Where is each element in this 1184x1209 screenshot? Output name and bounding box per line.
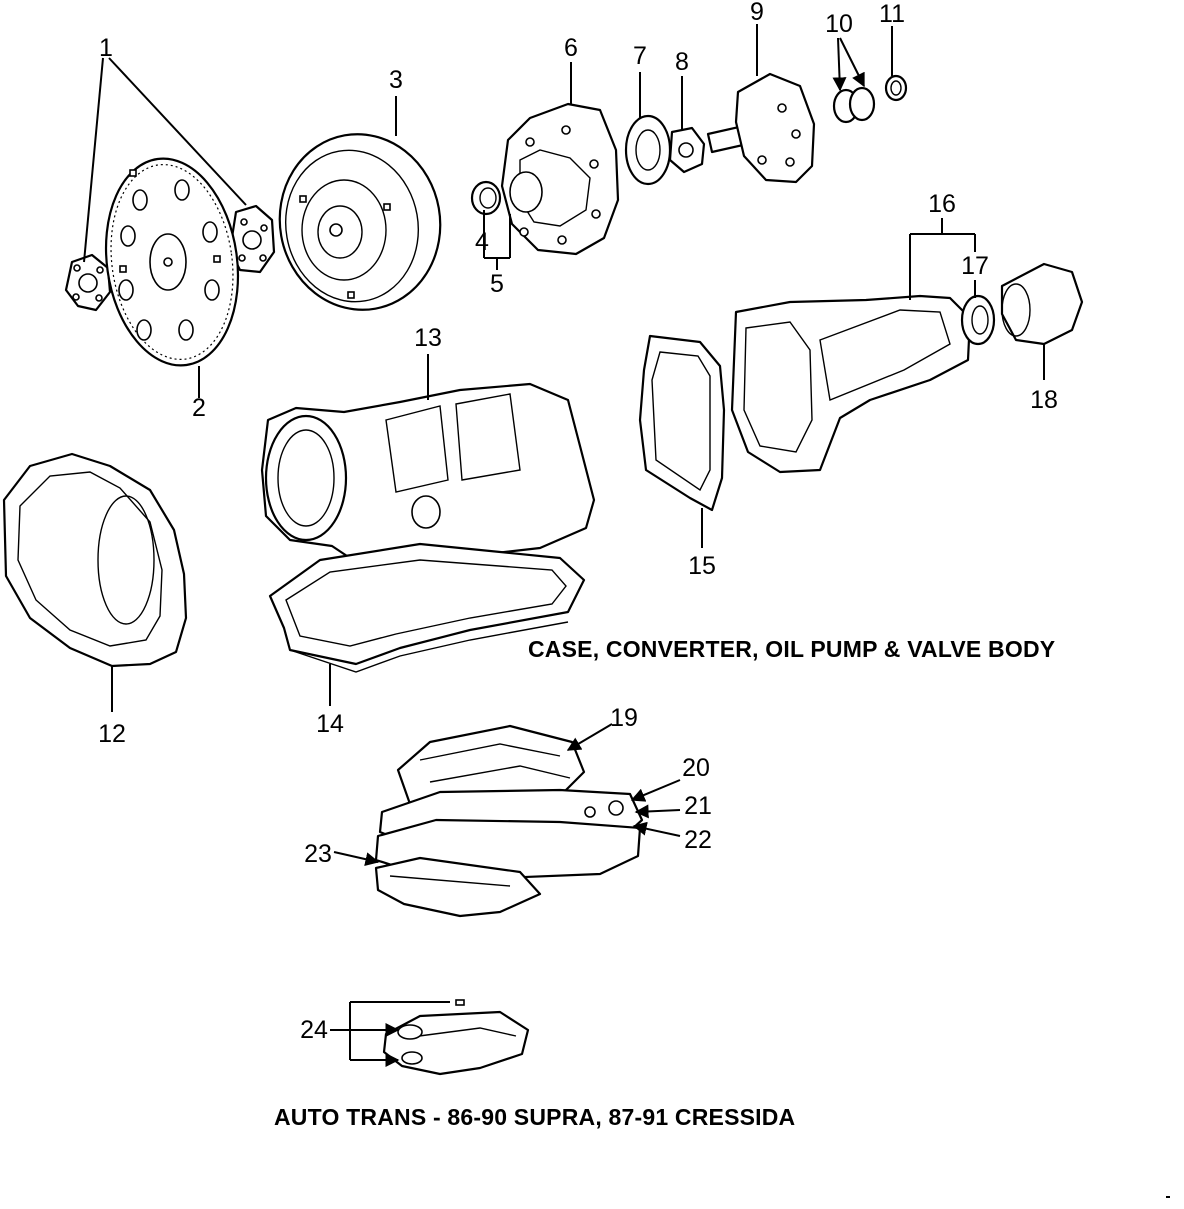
transmission-case-part[interactable] — [260, 382, 596, 568]
callout-10[interactable]: 10 — [825, 10, 853, 38]
callout-1[interactable]: 1 — [99, 34, 113, 62]
callout-4[interactable]: 4 — [475, 228, 489, 256]
callout-18[interactable]: 18 — [1030, 386, 1058, 414]
callout-5[interactable]: 5 — [490, 270, 504, 298]
callout-22[interactable]: 22 — [684, 826, 712, 854]
pump-drive-gear-part[interactable] — [668, 126, 706, 174]
stator-shaft-part[interactable] — [706, 72, 816, 184]
callout-8[interactable]: 8 — [675, 48, 689, 76]
callout-2[interactable]: 2 — [192, 394, 206, 422]
flex-plate-part[interactable] — [93, 150, 251, 374]
oil-pan-part[interactable] — [268, 542, 586, 673]
callout-numbers: 1 2 3 4 5 6 7 8 9 10 11 12 13 14 15 16 1… — [98, 0, 1058, 1044]
callout-20[interactable]: 20 — [682, 754, 710, 782]
torque-converter-part[interactable] — [266, 121, 454, 322]
upper-section-caption: CASE, CONVERTER, OIL PUMP & VALVE BODY — [528, 636, 1056, 662]
seal-rings-part[interactable] — [832, 74, 908, 124]
callout-15[interactable]: 15 — [688, 552, 716, 580]
drive-plate-part[interactable] — [64, 204, 276, 312]
lower-section-caption: AUTO TRANS - 86-90 SUPRA, 87-91 CRESSIDA — [274, 1104, 796, 1130]
leader-lines — [83, 24, 1045, 1067]
callout-3[interactable]: 3 — [389, 66, 403, 94]
callout-12[interactable]: 12 — [98, 720, 126, 748]
callout-21[interactable]: 21 — [684, 792, 712, 820]
callout-13[interactable]: 13 — [414, 324, 442, 352]
callout-24[interactable]: 24 — [300, 1016, 328, 1044]
corner-mark — [1166, 1196, 1170, 1198]
extension-gasket-part[interactable] — [638, 334, 726, 512]
callout-7[interactable]: 7 — [633, 42, 647, 70]
callout-9[interactable]: 9 — [750, 0, 764, 26]
oil-pump-body-part[interactable] — [500, 102, 620, 256]
lower-valve-body-part[interactable] — [374, 856, 542, 918]
front-seal-part[interactable] — [470, 180, 502, 216]
callout-19[interactable]: 19 — [610, 704, 638, 732]
converter-housing-part[interactable] — [2, 452, 188, 668]
extension-seal-part[interactable] — [960, 294, 996, 346]
callout-23[interactable]: 23 — [304, 840, 332, 868]
callout-6[interactable]: 6 — [564, 34, 578, 62]
extension-housing-part[interactable] — [730, 294, 972, 474]
callout-14[interactable]: 14 — [316, 710, 344, 738]
callout-16[interactable]: 16 — [928, 190, 956, 218]
pump-driven-gear-part[interactable] — [624, 114, 672, 186]
dust-boot-part[interactable] — [1000, 262, 1084, 346]
callout-11[interactable]: 11 — [879, 0, 905, 28]
oil-strainer-part[interactable] — [382, 999, 530, 1076]
callout-17[interactable]: 17 — [961, 252, 989, 280]
